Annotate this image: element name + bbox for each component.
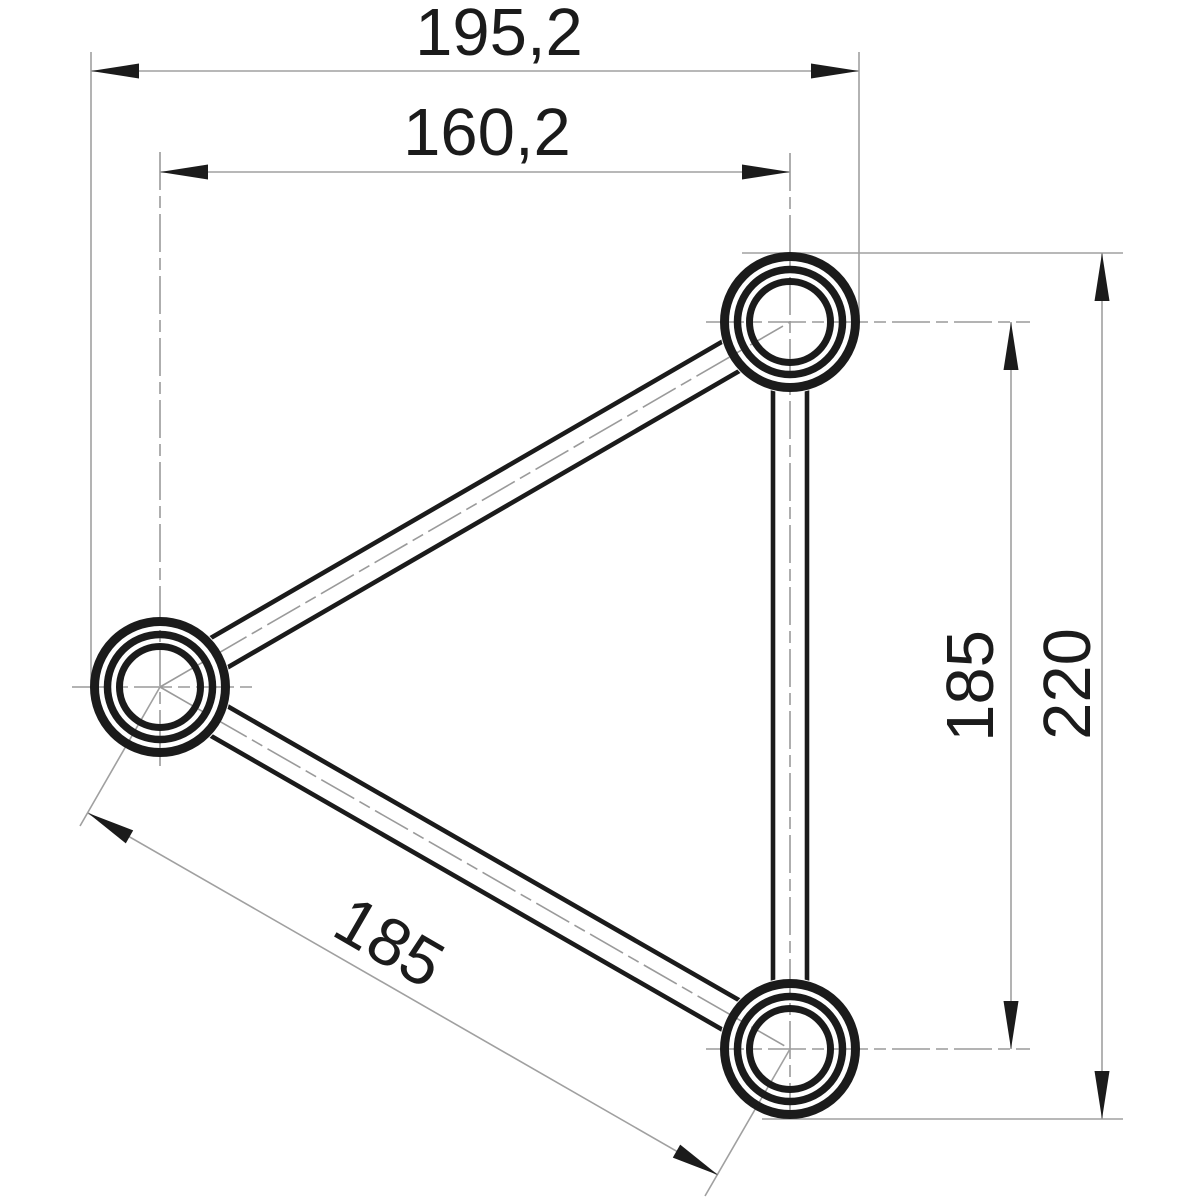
arrowhead-overall-width-left	[91, 63, 139, 79]
arrowhead-center-height-bottom	[1003, 1001, 1019, 1049]
left-node-outer-ring	[90, 617, 230, 757]
top-node-outer-ring	[720, 252, 860, 392]
dimline-diagonal	[87, 812, 719, 1176]
arrowhead-diagonal-lower	[672, 1144, 718, 1175]
arrowhead-overall-height-bottom	[1094, 1071, 1110, 1119]
bottom-node-middle-ring	[733, 992, 847, 1106]
bottom-right-node-tube	[720, 979, 860, 1119]
lower-brace-centerline	[159, 686, 791, 1050]
label-center-width: 160,2	[403, 95, 571, 170]
label-overall-height: 220	[1030, 628, 1105, 740]
bottom-node-outer-ring	[720, 979, 860, 1119]
upper-diagonal-brace	[150, 305, 800, 704]
arrowhead-center-height-top	[1003, 322, 1019, 370]
label-center-height: 185	[933, 630, 1008, 742]
arrowhead-overall-width-right	[811, 63, 859, 79]
upper-brace-lower-edge	[167, 334, 800, 704]
left-node-middle-ring	[103, 630, 217, 744]
label-overall-width: 195,2	[415, 0, 583, 70]
bottom-node-inner-ring	[746, 1005, 834, 1093]
top-node-inner-ring	[746, 278, 834, 366]
arrowhead-center-width-left	[160, 164, 208, 180]
upper-brace-centerline	[159, 321, 791, 688]
ext-diagonal-left	[79, 686, 161, 827]
lower-diagonal-brace	[150, 670, 800, 1066]
ext-diagonal-right	[704, 1048, 791, 1197]
arrowhead-center-width-right	[742, 164, 790, 180]
lower-brace-upper-edge	[167, 670, 800, 1037]
top-node-middle-ring	[733, 265, 847, 379]
dimension-lines	[87, 70, 1103, 1176]
lower-brace-lower-edge	[150, 699, 783, 1066]
top-right-node-tube	[720, 252, 860, 392]
arrowhead-diagonal-upper	[88, 813, 134, 844]
vertical-chord-tube	[770, 322, 810, 1049]
left-node-tube	[90, 617, 230, 757]
upper-brace-upper-edge	[150, 305, 783, 675]
arrowhead-overall-height-top	[1094, 253, 1110, 301]
dimension-arrowheads	[88, 63, 1110, 1175]
left-node-inner-ring	[116, 643, 204, 731]
extension-lines	[79, 52, 1123, 1197]
